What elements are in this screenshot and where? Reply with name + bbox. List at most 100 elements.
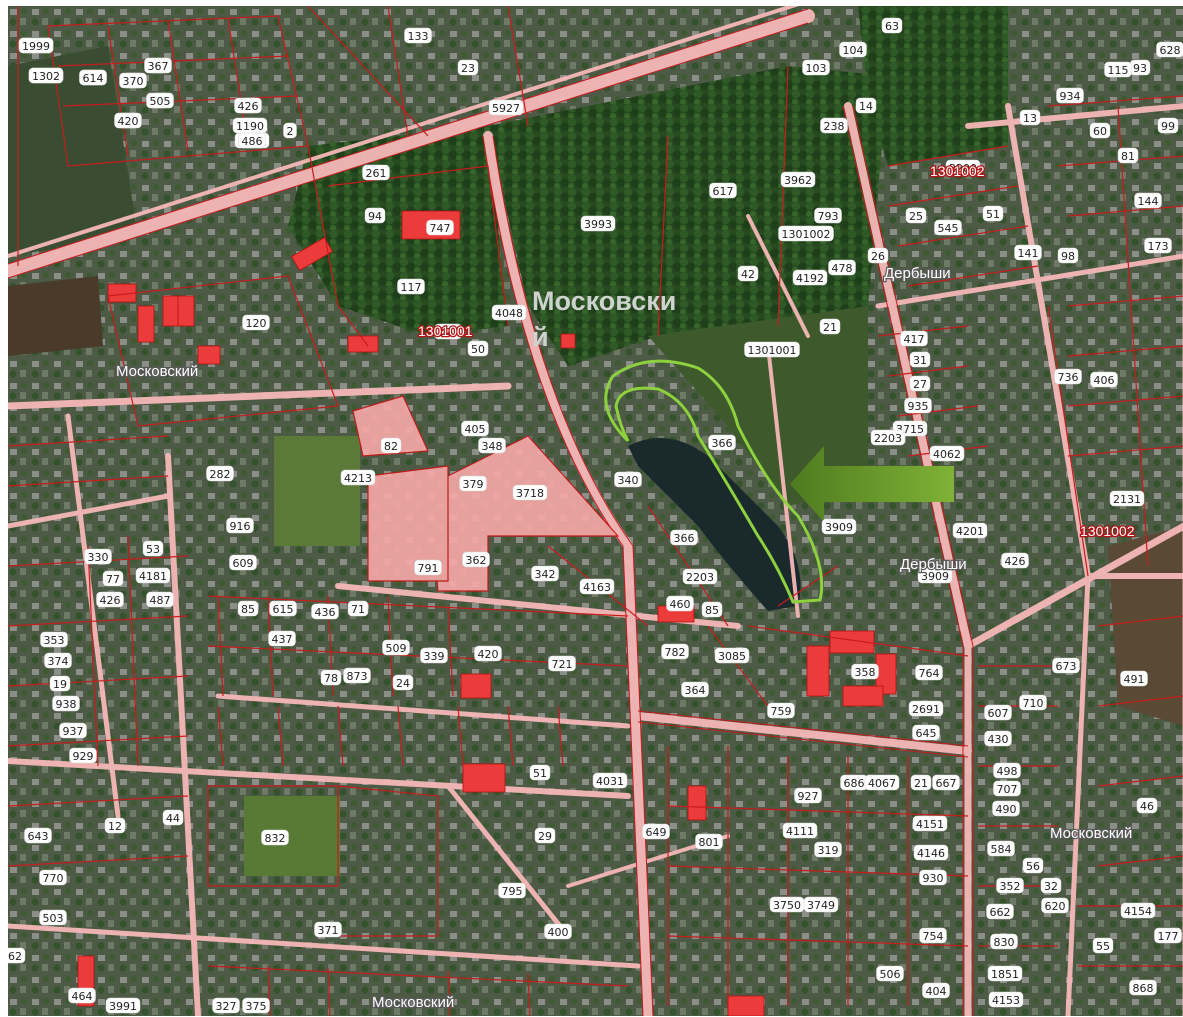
- parcel-number: 85: [241, 603, 255, 616]
- parcel-label: 370: [119, 72, 147, 89]
- parcel-label: 1190: [232, 117, 268, 134]
- parcel-label: 795: [498, 882, 526, 899]
- parcel-number: 367: [148, 60, 169, 73]
- parcel-label: 609: [229, 554, 257, 571]
- parcel-label: 120: [242, 314, 270, 331]
- parcel-label: 491: [1120, 670, 1148, 687]
- parcel-number: 50: [471, 343, 485, 356]
- parcel-number: 4192: [796, 272, 824, 285]
- parcel-label: 238: [820, 117, 848, 134]
- parcel-number: 19: [53, 678, 67, 691]
- parcel-number: 2691: [912, 703, 940, 716]
- parcel-label: 12: [104, 817, 126, 834]
- cadastral-map[interactable]: 1665155712447626384181815722133235927261…: [8, 6, 1183, 1016]
- parcel-number: 103: [806, 62, 827, 75]
- parcel-label: 793: [814, 207, 842, 224]
- parcel-number: 51: [986, 208, 1000, 221]
- parcel-label: 21: [819, 318, 841, 335]
- parcel-number: 14: [859, 100, 873, 113]
- parcel-number: 4048: [495, 307, 523, 320]
- parcel-number: 55: [1096, 940, 1110, 953]
- parcel-number: 115: [1108, 64, 1129, 77]
- parcel-number: 3750: [773, 899, 801, 912]
- parcel-label: 938: [52, 695, 80, 712]
- parcel-label: 24: [392, 674, 414, 691]
- parcel-label: 63: [881, 17, 903, 34]
- parcel-label: 3991: [105, 997, 141, 1014]
- parcel-label: 2203: [870, 429, 906, 446]
- parcel-label: 340: [614, 471, 642, 488]
- map-canvas[interactable]: 1665155712447626384181815722133235927261…: [8, 6, 1183, 1016]
- parcel-label: 662: [986, 903, 1014, 920]
- parcel-number: 645: [916, 727, 937, 740]
- parcel-label: 506: [876, 965, 904, 982]
- parcel-number: 754: [923, 930, 944, 943]
- parcel-number: 420: [478, 648, 499, 661]
- parcel-label: 60: [1089, 122, 1111, 139]
- parcel-label: 4062: [929, 445, 965, 462]
- parcel-number: 44: [166, 812, 180, 825]
- parcel-label: 801: [695, 833, 723, 850]
- parcel-label: 503: [39, 909, 67, 926]
- parcel-number: 77: [106, 573, 120, 586]
- parcel-number: 628: [1160, 44, 1181, 57]
- parcel-label: 29: [534, 827, 556, 844]
- parcel-label: 754: [919, 927, 947, 944]
- parcel-number: 747: [430, 222, 451, 235]
- parcel-number: 927: [798, 790, 819, 803]
- parcel-label: 99: [1157, 117, 1179, 134]
- parcel-label: 832: [261, 829, 289, 846]
- parcel-label: 98: [1057, 247, 1079, 264]
- parcel-number: 29: [538, 830, 552, 843]
- parcel-number: 934: [1060, 90, 1081, 103]
- parcel-number: 782: [665, 646, 686, 659]
- parcel-number: 3749: [807, 899, 835, 912]
- parcel-label: 400: [544, 923, 572, 940]
- parcel-number: 375: [246, 1000, 267, 1013]
- parcel-number: 4201: [956, 525, 984, 538]
- parcel-label: 173: [1144, 237, 1172, 254]
- parcel-label: 4031: [592, 772, 628, 789]
- parcel-label: 31: [909, 351, 931, 368]
- parcel-number: 27: [913, 378, 927, 391]
- parcel-label: 1999: [18, 37, 54, 54]
- parcel-label: 1302: [28, 67, 64, 84]
- parcel-number: 491: [1124, 673, 1145, 686]
- parcel-number: 42: [741, 268, 755, 281]
- parcel-label: 584: [987, 840, 1015, 857]
- parcel-label: 1851: [987, 965, 1023, 982]
- parcel-number: 770: [43, 872, 64, 885]
- parcel-label: 707: [993, 780, 1021, 797]
- parcel-number: 609: [233, 557, 254, 570]
- parcel-number: 643: [28, 830, 49, 843]
- parcel-label: 436: [311, 603, 339, 620]
- parcel-number: 144: [1138, 195, 1159, 208]
- parcel-label: 667: [932, 774, 960, 791]
- parcel-label: 51: [529, 764, 551, 781]
- parcel-number: 71: [351, 603, 365, 616]
- parcel-number: 353: [44, 634, 65, 647]
- parcel-number: 26: [871, 250, 885, 263]
- parcel-number: 791: [418, 562, 439, 575]
- parcel-number: 12: [108, 820, 122, 833]
- parcel-number: 4031: [596, 775, 624, 788]
- parcel-number: 85: [705, 604, 719, 617]
- parcel-label: 56: [1022, 857, 1044, 874]
- block-label-e: 1301002: [1080, 523, 1135, 539]
- parcel-number: 3909: [825, 521, 853, 534]
- parcel-number: 830: [994, 936, 1015, 949]
- parcel-label: 21: [910, 774, 932, 791]
- parcel-number: 4151: [916, 818, 944, 831]
- parcel-label: 929: [69, 747, 97, 764]
- parcel-label: 4192: [792, 269, 828, 286]
- parcel-number: 614: [83, 72, 104, 85]
- parcel-number: 21: [823, 321, 837, 334]
- parcel-number: 1301001: [748, 344, 797, 357]
- parcel-label: 478: [828, 259, 856, 276]
- parcel-label: 141: [1014, 244, 1042, 261]
- parcel-label: 50: [467, 340, 489, 357]
- parcel-number: 21: [914, 777, 928, 790]
- parcel-number: 801: [699, 836, 720, 849]
- parcel-label: 464: [68, 987, 96, 1004]
- parcel-number: 478: [832, 262, 853, 275]
